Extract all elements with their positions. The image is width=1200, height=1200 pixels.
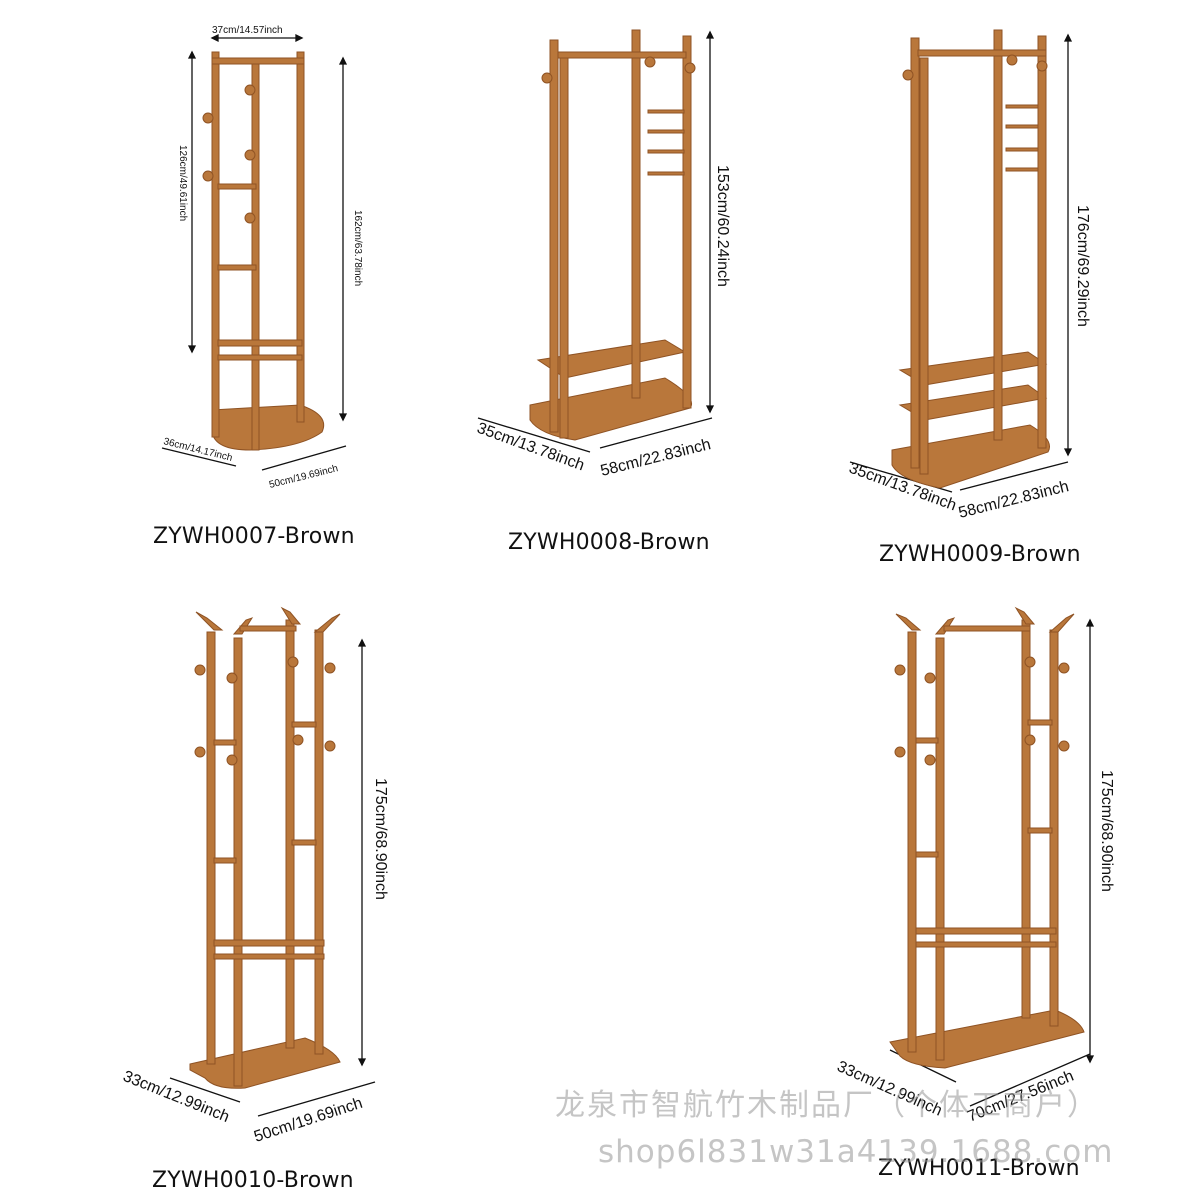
dim-hook-height: 126cm/49.61inch [177,145,188,221]
rack-illustration-zywh0011: 175cm/68.90inch 33cm/12.99inch 70cm/27.5… [834,606,1115,1126]
dim-width: 58cm/22.83inch [599,436,713,480]
dim-width: 50cm/19.69inch [252,1095,365,1146]
watermark-shop-url: shop6l831w31a4139.1688.com [598,1134,1114,1170]
model-caption: ZYWH0010-Brown [152,1168,354,1193]
product-zywh0009: 176cm/69.29inch 35cm/13.78inch 58cm/22.8… [800,0,1200,580]
model-caption: ZYWH0009-Brown [879,542,1081,567]
model-caption: ZYWH0011-Brown [878,1156,1080,1181]
product-zywh0008: 153cm/60.24inch 35cm/13.78inch 58cm/22.8… [400,0,800,570]
dim-height: 175cm/68.90inch [1098,770,1115,892]
product-zywh0010: 175cm/68.90inch 33cm/12.99inch 50cm/19.6… [0,590,460,1200]
watermark-company: 龙泉市智航竹木制品厂（个体工商户） [555,1088,1099,1123]
dim-height: 153cm/60.24inch [714,165,731,287]
dim-width: 58cm/22.83inch [957,478,1071,522]
rack-illustration-zywh0007: 37cm/14.57inch 126cm/49.61inch 162cm/63.… [161,25,363,491]
model-caption: ZYWH0008-Brown [508,530,710,555]
model-caption: ZYWH0007-Brown [153,524,355,549]
rack-illustration-zywh0009: 176cm/69.29inch 35cm/13.78inch 58cm/22.8… [847,29,1091,522]
dim-height: 175cm/68.90inch [372,778,389,900]
rack-illustration-zywh0010: 175cm/68.90inch 33cm/12.99inch 50cm/19.6… [121,606,389,1146]
product-zywh0007: 37cm/14.57inch 126cm/49.61inch 162cm/63.… [0,0,400,570]
dim-height: 176cm/69.29inch [1074,205,1091,327]
product-zywh0011: 175cm/68.90inch 33cm/12.99inch 70cm/27.5… [760,590,1200,1200]
dim-width: 50cm/19.69inch [268,463,339,491]
dim-height: 162cm/63.78inch [352,210,363,286]
rack-illustration-zywh0008: 153cm/60.24inch 35cm/13.78inch 58cm/22.8… [475,29,731,480]
dim-top-width: 37cm/14.57inch [212,25,283,36]
